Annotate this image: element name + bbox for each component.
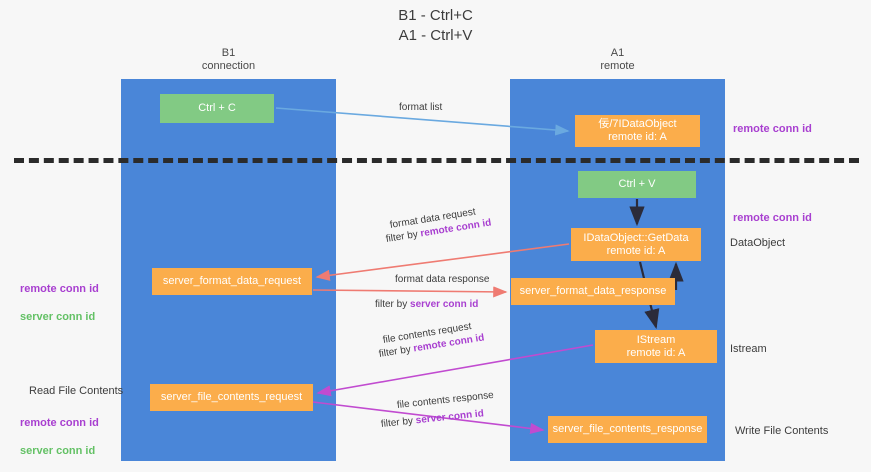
edge-label-format-data-response-filter: filter by server conn id bbox=[375, 298, 478, 312]
node-server-file-contents-response[interactable]: server_file_contents_response bbox=[548, 416, 707, 443]
node-ctrl-c[interactable]: Ctrl + C bbox=[160, 94, 274, 123]
edge-label-format-list: format list bbox=[399, 102, 443, 113]
filter-prefix: filter by bbox=[385, 228, 422, 245]
filter-prefix: filter by bbox=[375, 299, 411, 310]
annotation-left-server-conn-id-top: server conn id bbox=[20, 311, 96, 323]
edge-label-format-data-response: format data response bbox=[395, 274, 490, 285]
node-idataobject[interactable]: 佞/7IDataObject remote id: A bbox=[575, 115, 700, 147]
annotation-read-file-contents: Read File Contents bbox=[29, 385, 124, 397]
edge-label-file-contents-response-filter: filter by server conn id bbox=[380, 407, 484, 432]
filter-key-server-conn-id: server conn id bbox=[410, 299, 479, 310]
node-idataobject-getdata[interactable]: IDataObject::GetData remote id: A bbox=[571, 228, 701, 261]
phase-divider bbox=[14, 158, 859, 163]
filter-prefix: filter by bbox=[380, 415, 417, 430]
lane-header-b1: B1 connection bbox=[201, 47, 256, 72]
annotation-right-remote-conn-id-top: remote conn id bbox=[733, 123, 812, 135]
annotation-istream: Istream bbox=[730, 343, 767, 355]
annotation-left-remote-conn-id-top: remote conn id bbox=[20, 283, 99, 295]
diagram-title: B1 - Ctrl+C A1 - Ctrl+V bbox=[398, 7, 473, 44]
annotation-left-server-conn-id-bottom: server conn id bbox=[20, 445, 96, 457]
annotation-write-file-contents: Write File Contents bbox=[735, 425, 829, 437]
annotation-right-remote-conn-id-mid: remote conn id bbox=[733, 212, 812, 224]
annotation-left-conn-ids-bottom: remote conn id server conn id bbox=[20, 402, 99, 472]
node-istream[interactable]: IStream remote id: A bbox=[595, 330, 717, 363]
edge-format-data-response bbox=[312, 286, 508, 298]
node-server-format-data-response[interactable]: server_format_data_response bbox=[511, 278, 675, 305]
annotation-dataobject: DataObject bbox=[730, 237, 786, 249]
annotation-left-conn-ids-top: remote conn id server conn id bbox=[20, 268, 99, 338]
filter-prefix: filter by bbox=[378, 343, 415, 360]
lane-header-a1: A1 remote bbox=[600, 47, 635, 72]
node-ctrl-v[interactable]: Ctrl + V bbox=[578, 171, 696, 198]
annotation-left-remote-conn-id-bottom: remote conn id bbox=[20, 417, 99, 429]
filter-key-server-conn-id: server conn id bbox=[415, 408, 485, 427]
node-server-file-contents-request[interactable]: server_file_contents_request bbox=[150, 384, 313, 411]
node-server-format-data-request[interactable]: server_format_data_request bbox=[152, 268, 312, 295]
